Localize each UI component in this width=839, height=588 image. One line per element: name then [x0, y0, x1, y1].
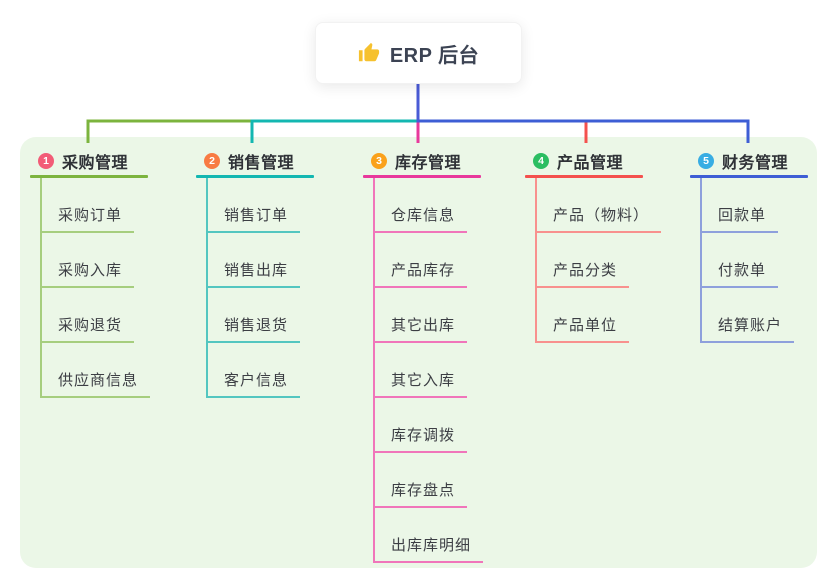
branch-children: 仓库信息产品库存其它出库其它入库库存调拨库存盘点出库库明细: [363, 178, 484, 563]
child-node-label: 销售出库: [224, 262, 289, 279]
branch-header[interactable]: 4 产品管理: [525, 150, 661, 172]
child-node[interactable]: 产品分类: [535, 233, 630, 288]
branch-product-management: 4 产品管理产品（物料） 产品分类产品单位: [525, 150, 662, 343]
child-node[interactable]: 销售订单: [206, 178, 301, 233]
child-node-label: 出库库明细: [391, 537, 472, 554]
child-node[interactable]: 采购入库: [40, 233, 135, 288]
branches-panel: [20, 137, 817, 568]
child-node[interactable]: 产品库存: [373, 233, 468, 288]
branch-children: 产品（物料） 产品分类产品单位: [525, 178, 662, 343]
child-node-label: 结算账户: [718, 317, 783, 334]
child-node-label: 客户信息: [224, 372, 289, 389]
branch-inventory-management: 3 库存管理仓库信息产品库存其它出库其它入库库存调拨库存盘点出库库明细: [363, 150, 484, 563]
branch-underline: [196, 175, 314, 178]
child-node-label: 采购退货: [58, 317, 123, 334]
branch-finance-management: 5 财务管理回款单付款单结算账户: [690, 150, 808, 343]
branch-header[interactable]: 5 财务管理: [690, 150, 808, 172]
branch-underline: [30, 175, 148, 178]
child-node-label: 仓库信息: [391, 207, 456, 224]
child-node-label: 销售订单: [224, 207, 289, 224]
child-node[interactable]: 产品（物料）: [535, 178, 662, 233]
branch-index-badge: 2: [204, 152, 220, 169]
branch-child-connector: [40, 178, 42, 398]
child-node[interactable]: 销售退货: [206, 288, 301, 343]
branch-index-badge: 5: [698, 152, 714, 169]
branch-index-badge: 4: [533, 152, 549, 169]
child-node-label: 其它出库: [391, 317, 456, 334]
child-node[interactable]: 付款单: [700, 233, 779, 288]
child-node[interactable]: 结算账户: [700, 288, 795, 343]
child-node-label: 采购入库: [58, 262, 123, 279]
child-node-label: 产品单位: [553, 317, 618, 334]
branch-underline: [363, 175, 481, 178]
child-node[interactable]: 采购订单: [40, 178, 135, 233]
branch-index-badge: 1: [38, 152, 54, 169]
child-node[interactable]: 客户信息: [206, 343, 301, 398]
child-node-label: 产品分类: [553, 262, 618, 279]
thumbs-up-icon: [358, 42, 380, 64]
child-node[interactable]: 库存调拨: [373, 398, 468, 453]
child-node[interactable]: 仓库信息: [373, 178, 468, 233]
child-node[interactable]: 销售出库: [206, 233, 301, 288]
child-node-label: 供应商信息: [58, 372, 139, 389]
branch-title: 销售管理: [228, 154, 295, 172]
child-node[interactable]: 采购退货: [40, 288, 135, 343]
branch-children: 销售订单销售出库销售退货客户信息: [196, 178, 314, 398]
branch-title: 库存管理: [395, 154, 462, 172]
branch-title: 产品管理: [557, 154, 624, 172]
child-node-label: 销售退货: [224, 317, 289, 334]
branch-child-connector: [206, 178, 208, 398]
branch-header[interactable]: 2 销售管理: [196, 150, 314, 172]
branch-index-badge: 3: [371, 152, 387, 169]
child-node-label: 产品（物料）: [553, 207, 650, 224]
child-node-label: 采购订单: [58, 207, 123, 224]
child-node[interactable]: 出库库明细: [373, 508, 484, 563]
branch-underline: [690, 175, 808, 178]
branch-sales-management: 2 销售管理销售订单销售出库销售退货客户信息: [196, 150, 314, 398]
child-node[interactable]: 库存盘点: [373, 453, 468, 508]
child-node-label: 付款单: [718, 262, 767, 279]
branch-header[interactable]: 3 库存管理: [363, 150, 483, 172]
root-node[interactable]: ERP 后台: [315, 22, 522, 84]
branch-child-connector: [700, 178, 702, 343]
branch-children: 采购订单采购入库采购退货供应商信息: [30, 178, 151, 398]
branch-children: 回款单付款单结算账户: [690, 178, 808, 343]
root-title: ERP 后台: [389, 44, 480, 67]
branch-underline: [525, 175, 643, 178]
child-node-label: 产品库存: [391, 262, 456, 279]
child-node-label: 库存调拨: [391, 427, 456, 444]
child-node[interactable]: 回款单: [700, 178, 779, 233]
branch-child-connector: [535, 178, 537, 343]
child-node[interactable]: 其它入库: [373, 343, 468, 398]
child-node-label: 其它入库: [391, 372, 456, 389]
branch-header[interactable]: 1 采购管理: [30, 150, 150, 172]
branch-purchase-management: 1 采购管理采购订单采购入库采购退货供应商信息: [30, 150, 151, 398]
branch-child-connector: [373, 178, 375, 563]
child-node[interactable]: 供应商信息: [40, 343, 151, 398]
child-node[interactable]: 产品单位: [535, 288, 630, 343]
child-node-label: 回款单: [718, 207, 767, 224]
child-node[interactable]: 其它出库: [373, 288, 468, 343]
branch-title: 财务管理: [722, 154, 789, 172]
branch-title: 采购管理: [62, 154, 129, 172]
child-node-label: 库存盘点: [391, 482, 456, 499]
